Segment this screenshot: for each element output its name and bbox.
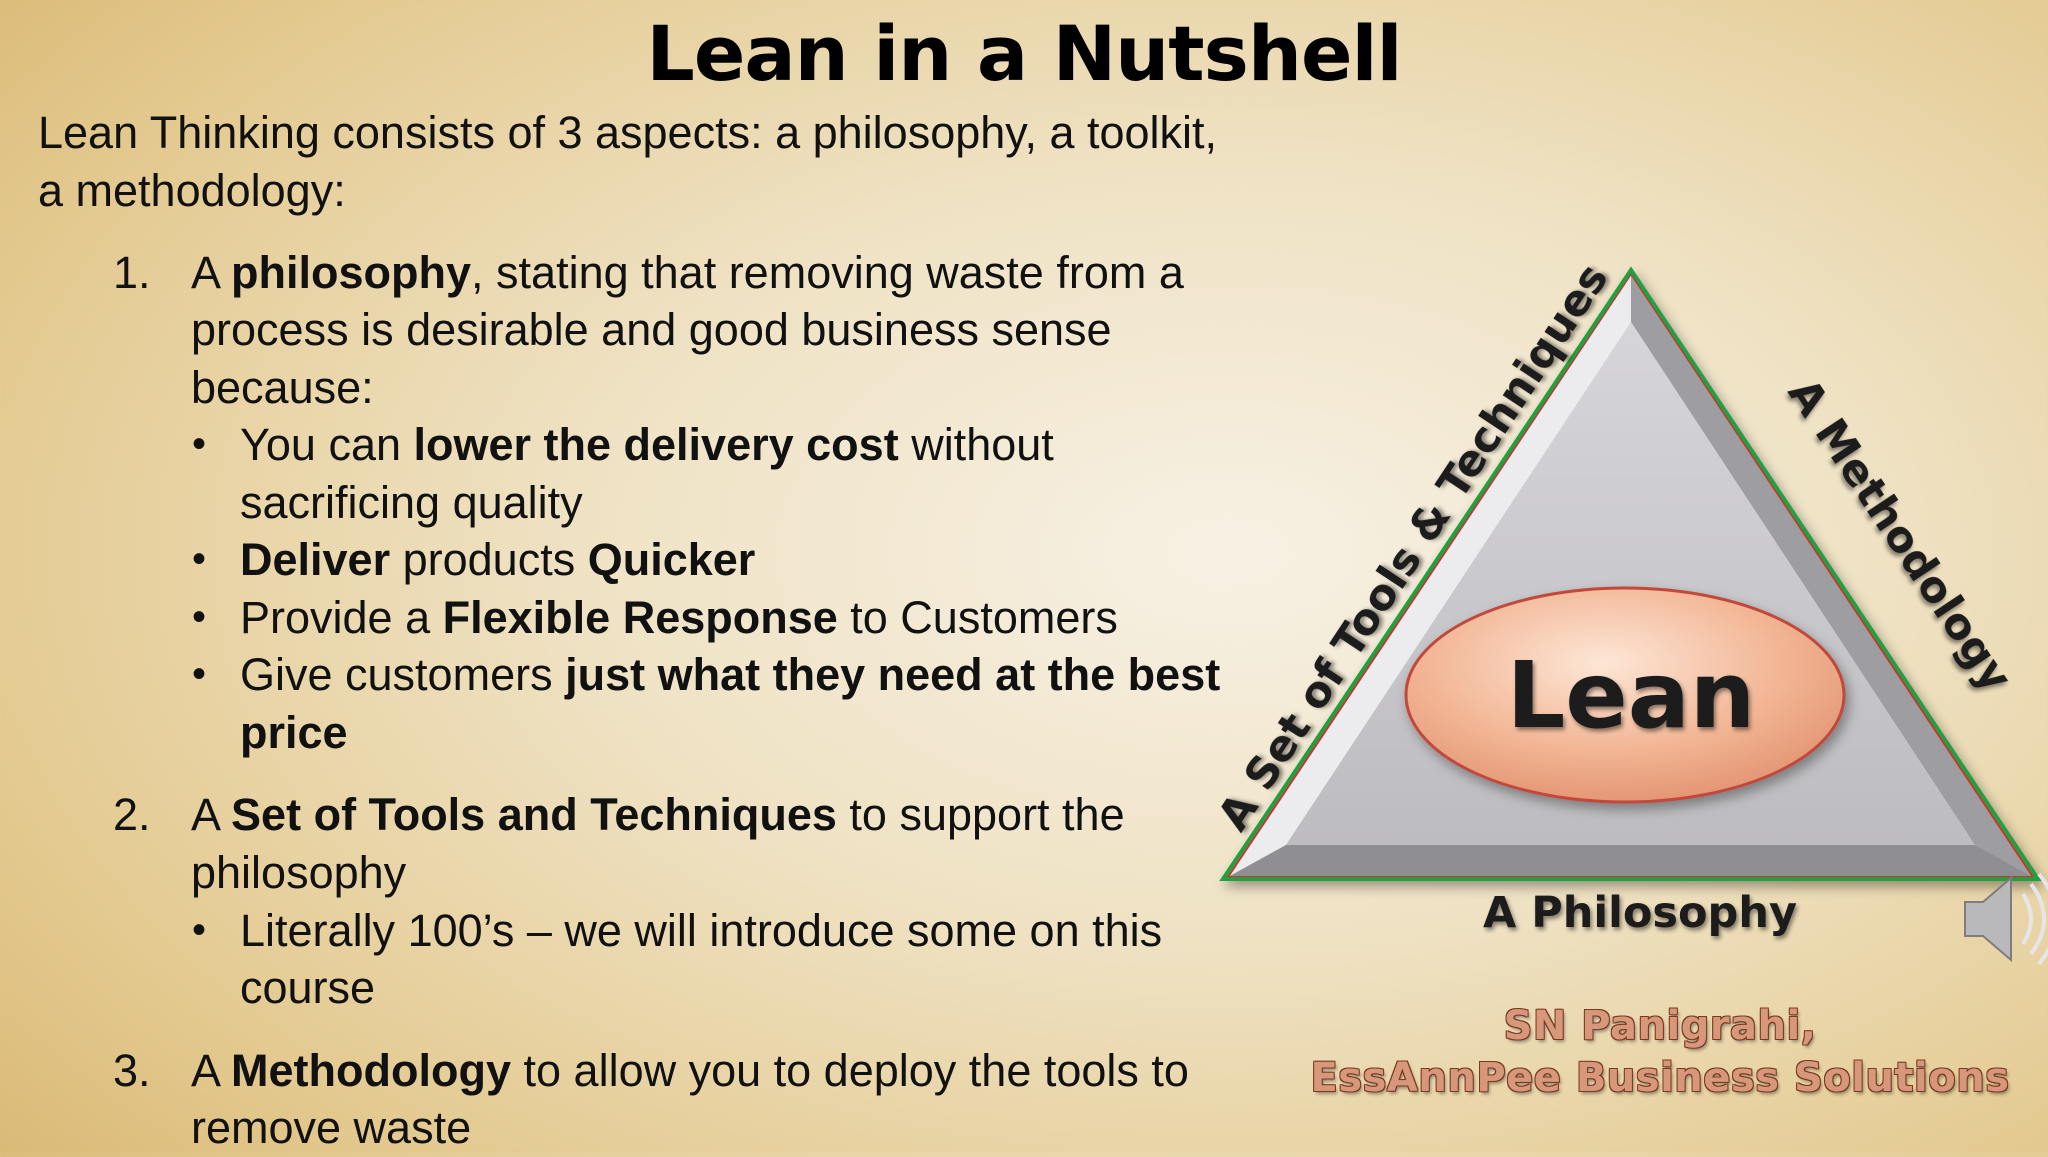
triangle-shape — [1219, 266, 2042, 881]
bullet-marker: • — [192, 652, 207, 696]
company-name: EssAnnPee Business Solutions — [1310, 1055, 2010, 1101]
bottom-label: A Philosophy — [1483, 888, 1797, 938]
bullet-marker: • — [192, 908, 207, 952]
lean-ellipse: Lean — [1404, 586, 1846, 804]
lean-center-label: Lean — [1507, 642, 1756, 749]
bullet-5-line-2: course — [240, 962, 376, 1013]
point-1-line-3: because: — [191, 362, 374, 413]
slide-title: Lean in a Nutshell — [646, 9, 1402, 98]
bullet-1-line-1: You can lower the delivery cost without — [240, 419, 1054, 470]
point-3-number: 3. — [113, 1045, 151, 1096]
bullet-4-line-1: Give customers just what they need at th… — [240, 649, 1221, 700]
bullet-2-line-1: Deliver products Quicker — [240, 534, 756, 585]
point-3-line-1: A Methodology to allow you to deploy the… — [191, 1045, 1189, 1096]
point-2-line-1: A Set of Tools and Techniques to support… — [191, 789, 1125, 840]
bullet-marker: • — [192, 422, 207, 466]
bullet-marker: • — [192, 537, 207, 581]
right-side-label: A Methodology — [1778, 370, 2021, 701]
intro-text: Lean Thinking consists of 3 aspects: a p… — [38, 107, 1218, 216]
point-3-line-2: remove waste — [191, 1102, 472, 1153]
left-side-label: A Set of Tools & Techniques — [1208, 255, 1618, 840]
point-2-number: 2. — [113, 789, 151, 840]
point-2-line-2: philosophy — [191, 847, 407, 898]
point-1-line-1: A philosophy, stating that removing wast… — [191, 247, 1184, 298]
author-name: SN Panigrahi, — [1503, 1003, 1817, 1049]
author-credit: SN Panigrahi, EssAnnPee Business Solutio… — [1300, 1000, 2020, 1104]
point-1-line-2: process is desirable and good business s… — [191, 304, 1112, 355]
point-1-number: 1. — [113, 247, 151, 298]
bullet-4-line-2: price — [240, 707, 348, 758]
bullet-marker: • — [192, 595, 207, 639]
speaker-icon[interactable] — [1964, 872, 2048, 966]
bullet-5-line-1: Literally 100’s – we will introduce some… — [240, 905, 1163, 956]
bullet-1-line-2: sacrificing quality — [240, 477, 583, 528]
bullet-3-line-1: Provide a Flexible Response to Customers — [240, 592, 1118, 643]
